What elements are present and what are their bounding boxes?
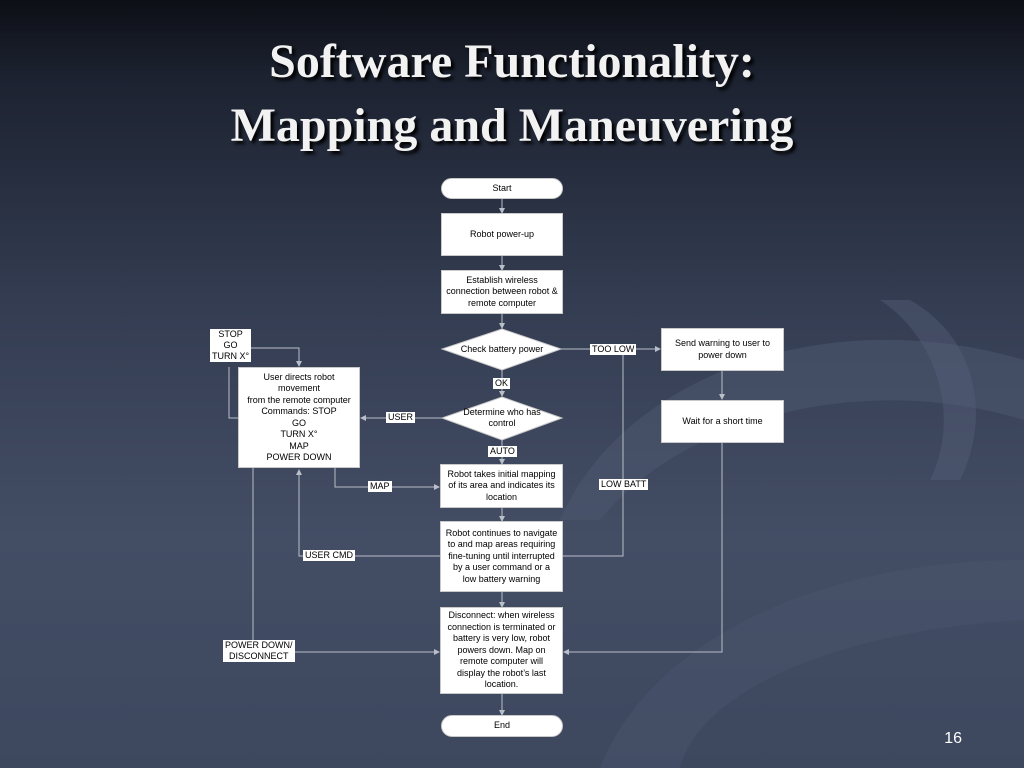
establish-connection-box: Establish wireless connection between ro… (441, 270, 563, 314)
connector-stop-to-user (250, 347, 302, 367)
disconnect-box: Disconnect: when wireless connection is … (440, 607, 563, 694)
determine-control-text: Determine who has control (463, 406, 541, 429)
check-battery-text: Check battery power (460, 344, 544, 355)
continue-navigate-box: Robot continues to navigate to and map a… (440, 521, 563, 592)
user-label: USER (386, 412, 416, 423)
determine-control-diamond (440, 396, 564, 441)
too-low-label: TOO LOW (590, 344, 637, 355)
power-up-box: Robot power-up (441, 213, 563, 256)
user-directs-box: User directs robot movement from the rem… (238, 367, 360, 468)
connector-map (334, 468, 440, 490)
initial-mapping-box: Robot takes initial mapping of its area … (440, 464, 563, 508)
map-label: MAP (368, 481, 392, 492)
end-node: End (441, 715, 563, 737)
auto-label: AUTO (488, 446, 517, 457)
connector-user-cmd (296, 469, 440, 557)
low-batt-label: LOW BATT (599, 479, 649, 490)
user-cmd-label: USER CMD (303, 550, 356, 561)
connector-stop-loop (228, 367, 238, 419)
ok-label: OK (493, 378, 511, 389)
stop-go-turn-label: STOP GO TURN X° (210, 329, 252, 362)
send-warning-box: Send warning to user to power down (661, 328, 784, 371)
check-battery-diamond (440, 328, 563, 371)
power-down-label: POWER DOWN/ DISCONNECT (223, 640, 295, 662)
title-line-1: Software Functionality: (269, 35, 755, 88)
connector-wait-to-disconnect (563, 443, 723, 655)
wait-box: Wait for a short time (661, 400, 784, 443)
start-node: Start (441, 178, 563, 199)
title-line-2: Mapping and Maneuvering (230, 99, 794, 152)
page-number: 16 (944, 730, 962, 747)
slide-title: Software Functionality: Mapping and Mane… (0, 30, 1024, 158)
